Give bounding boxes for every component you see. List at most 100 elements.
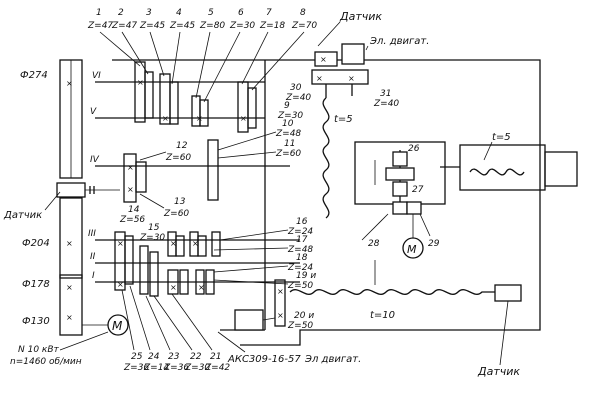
spindle-motor [544,151,578,187]
gear-labels-bottom: 25 Z=36 24 Z=14 23 Z=36 22 Z=30 21 Z=42 [123,352,230,373]
svg-text:×: × [137,78,144,87]
label-sensor-bottom: Датчик [477,365,520,378]
top-sensor-box [314,51,338,67]
label-pulley-178: Ф178 [22,279,50,290]
upper-gears: × × × × [134,61,257,201]
svg-text:×: × [316,74,323,83]
gear-12-num: 12 [176,141,188,151]
svg-text:×: × [66,313,73,322]
gear-30-31-box [311,69,369,85]
label-sensor-left: Датчик [3,210,42,221]
gear-22-num: 22 [190,352,202,362]
gear-31-num: 31 [380,89,391,99]
lead-screw-horizontal [289,289,495,295]
gear-16-z: Z=24 [287,227,313,237]
gear-23-z: Z=36 [163,363,189,373]
gear-1-z: Z=47 [87,21,113,31]
svg-text:×: × [162,114,169,123]
gear-11-num: 11 [284,139,295,149]
lower-gears: × × × × × × × × [114,231,286,327]
gear-3-num: 3 [146,8,152,18]
gear-labels-top: 1 Z=47 2 Z=47 3 Z=45 4 Z=45 5 Z=80 6 Z=3… [87,8,317,31]
shaft-label-3: III [88,229,96,239]
gear-21-z: Z=42 [204,363,230,373]
gear-14-num: 14 [128,205,140,215]
label-29: 29 [428,239,440,249]
gear-15-num: 15 [148,223,160,233]
label-pulley-130: Ф130 [22,316,50,327]
shaft-label-4: IV [90,155,100,165]
label-28: 28 [368,239,380,249]
leader-lines-top [99,31,305,103]
svg-text:×: × [320,55,327,64]
lead-screw-vertical [322,97,330,219]
gear-30-num: 30 [290,83,302,93]
gear-7-num: 7 [266,8,272,18]
label-sensor-top: Датчик [339,10,382,23]
svg-text:×: × [192,239,199,248]
svg-text:×: × [240,114,247,123]
gear-17-num: 17 [296,235,308,245]
gear-20-num: 20 и [294,311,314,321]
gear-6-num: 6 [238,8,244,18]
top-motor-box [341,43,365,65]
gear-18-num: 18 [296,253,308,263]
label-screw-right: t=5 [492,132,511,143]
gear-2-num: 2 [118,8,124,18]
svg-text:×: × [277,311,284,320]
label-speed: n=1460 об/мин [10,357,82,367]
label-26: 26 [408,144,420,154]
gear-12-z: Z=60 [165,153,191,163]
gear-25-num: 25 [131,352,143,362]
gear-4-num: 4 [176,8,182,18]
svg-text:×: × [348,74,355,83]
label-aks: АКС309-16-57 [227,354,301,365]
label-power: N 10 кВт [18,345,60,355]
gear-13-z: Z=60 [163,209,189,219]
gear-13-num: 13 [174,197,186,207]
shaft-label-2: II [90,252,96,262]
gear-2-z: Z=47 [111,21,137,31]
svg-text:×: × [66,79,73,88]
gear-17-z: Z=48 [287,245,313,255]
gear-10-z: Z=48 [275,129,301,139]
gear-10-num: 10 [282,119,294,129]
svg-text:×: × [127,163,134,172]
shaft-4-gears: × × [123,153,147,203]
main-motor-symbol: M [112,319,123,333]
gear-22-z: Z=30 [184,363,210,373]
gear-8-z: Z=70 [291,21,317,31]
gear-9-num: 9 [284,101,290,111]
gear-23-num: 23 [168,352,180,362]
gear-20-z: Z=50 [287,321,313,331]
gear-14-z: Z=56 [119,215,145,225]
carriage-motor-icon [402,237,424,259]
gear-24-z: Z=14 [143,363,169,373]
carriage-motor-symbol: M [407,243,417,256]
gear-31-z: Z=40 [373,99,399,109]
gear-25-z: Z=36 [123,363,149,373]
gear-7-z: Z=18 [259,21,285,31]
bottom-sensor-box [494,284,522,302]
svg-text:×: × [198,283,205,292]
bottom-motor-box [234,309,264,331]
gear-16-num: 16 [296,217,308,227]
svg-text:×: × [66,283,73,292]
gear-21-num: 21 [210,352,221,362]
gear-5-z: Z=80 [199,21,225,31]
label-pulley-274: Ф274 [20,70,48,81]
gear-19-num: 19 и [296,271,316,281]
gear-30-z: Z=40 [285,93,311,103]
gear-24-num: 24 [148,352,160,362]
pulley-drive: × × × × [56,59,120,336]
svg-text:×: × [196,114,203,123]
svg-text:×: × [170,283,177,292]
label-screw-top: t=5 [334,114,353,125]
svg-text:×: × [277,287,284,296]
label-motor-bottom: Эл двигат. [304,354,361,365]
gear-1-num: 1 [96,8,102,18]
gear-9-z: Z=30 [277,111,303,121]
shaft-label-5: V [90,107,97,117]
label-27: 27 [412,185,424,195]
